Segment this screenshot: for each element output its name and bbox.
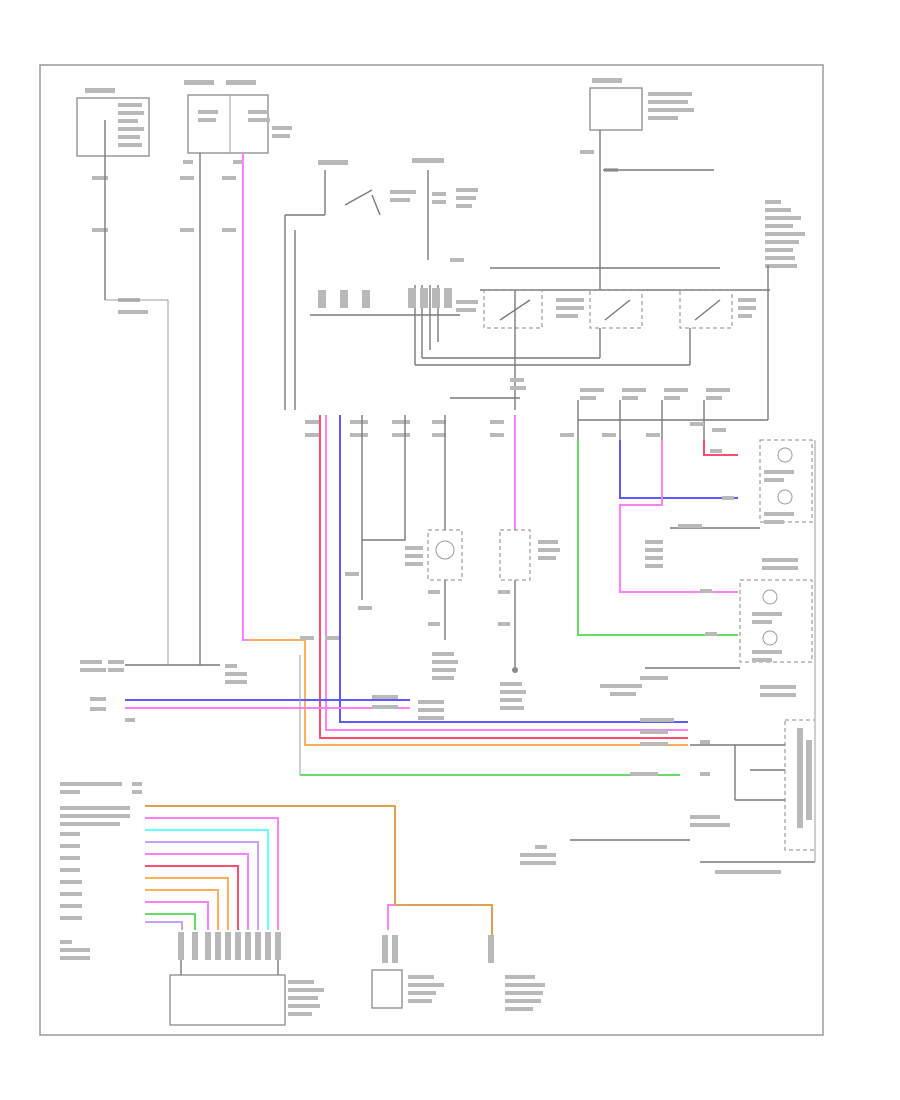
- ignition-switch: [284, 160, 416, 410]
- fuse-block-center: [184, 80, 292, 154]
- gray-power-wires: [104, 153, 714, 665]
- colored-wires: [125, 153, 738, 776]
- bottom-center-component: [371, 904, 545, 1011]
- right-label-list: [765, 200, 805, 268]
- bottom-connector-bundle: [60, 782, 396, 1026]
- fuse-block-left: [76, 88, 150, 157]
- ignition-relay: [412, 158, 478, 262]
- fuse-block-right: [589, 78, 694, 170]
- relay-block: [310, 265, 770, 421]
- fuse-label-row: [510, 378, 730, 440]
- center-switch-component: [498, 529, 560, 710]
- center-lamp-component: [405, 415, 463, 680]
- control-module-right: [520, 440, 816, 874]
- right-lamp-unit-top: [645, 439, 813, 570]
- diagram-frame: [39, 64, 824, 1036]
- column-connector-labels: [305, 420, 726, 437]
- left-connector-labels: [80, 660, 444, 722]
- left-ground-labels: [300, 572, 372, 640]
- right-lamp-unit-bottom: [600, 579, 813, 697]
